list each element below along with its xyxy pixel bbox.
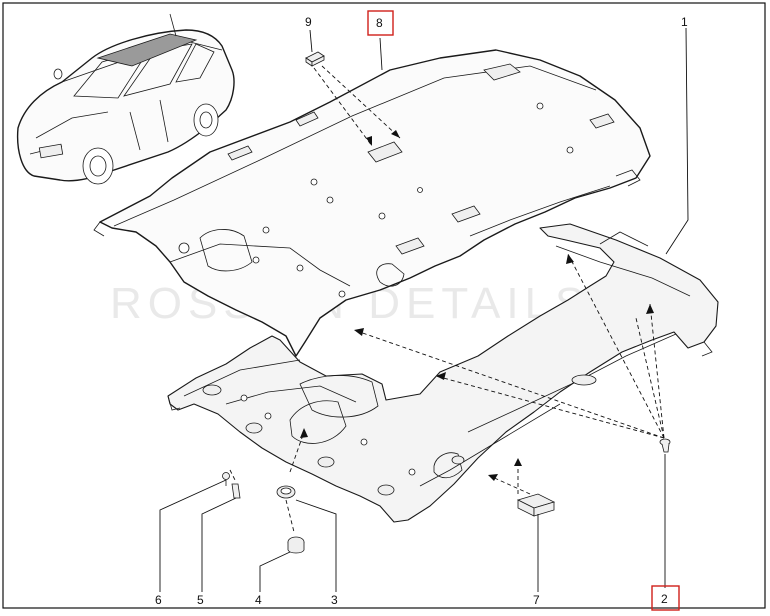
callout-1: 1 (681, 15, 688, 29)
headliner-lower (167, 223, 719, 523)
part-5-clip (231, 483, 241, 499)
headliner-upper (93, 49, 651, 357)
part-2-clip (659, 438, 671, 453)
part-7-pad (516, 493, 556, 517)
callout-2: 2 (661, 592, 668, 606)
part-4-cap (287, 536, 305, 554)
callout-2-highlight (651, 585, 680, 611)
callout-labels: 9 8 1 2 7 3 4 5 6 (155, 10, 688, 611)
part-3-ring (276, 485, 296, 499)
callout-3: 3 (331, 593, 338, 607)
callout-8-highlight (367, 10, 394, 36)
assembly-arrows (300, 130, 654, 481)
car-thumbnail (16, 13, 235, 185)
callout-7: 7 (533, 593, 540, 607)
callout-4: 4 (255, 593, 262, 607)
callout-8: 8 (376, 16, 383, 30)
assembly-lines (229, 65, 665, 533)
part-9-pad (305, 51, 325, 67)
leader-lines (159, 27, 689, 592)
callout-5: 5 (197, 593, 204, 607)
callout-6: 6 (155, 593, 162, 607)
diagram-frame (2, 2, 766, 609)
part-6-clip (222, 472, 230, 486)
callout-9: 9 (305, 15, 312, 29)
